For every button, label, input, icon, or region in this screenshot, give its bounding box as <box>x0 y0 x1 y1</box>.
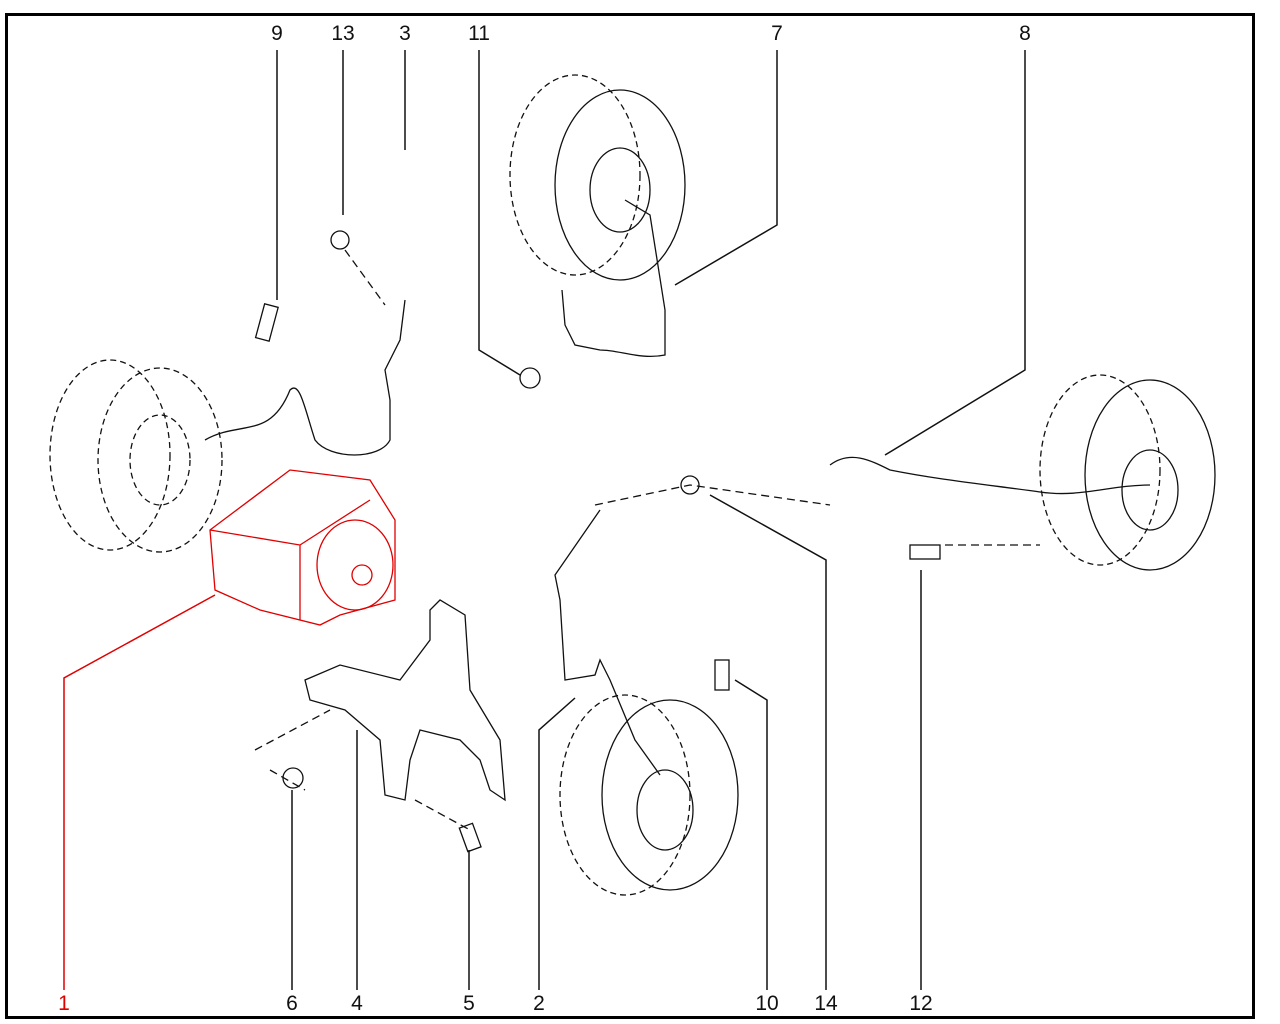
leader-lines <box>63 50 1026 990</box>
callout-9: 9 <box>271 22 283 45</box>
callout-13: 13 <box>331 22 355 45</box>
callout-6: 6 <box>286 992 298 1015</box>
wheel-rear-left <box>559 694 739 896</box>
callout-7: 7 <box>771 22 783 45</box>
sensor-cable-rear-right <box>829 456 1151 495</box>
sensor-cable-front-right <box>561 199 666 358</box>
diagram-frame <box>5 13 1255 1019</box>
clip-14 <box>680 475 700 495</box>
wheel-front-left <box>49 359 223 553</box>
bolt-11 <box>519 367 541 389</box>
callout-4: 4 <box>351 992 363 1015</box>
callout-12: 12 <box>909 992 933 1015</box>
sensor-cable-rear-left <box>554 509 661 776</box>
callout-1: 1 <box>58 992 70 1015</box>
callout-3: 3 <box>399 22 411 45</box>
wheel-rear-right <box>1039 374 1216 571</box>
bolt-9 <box>254 302 279 342</box>
callout-8: 8 <box>1019 22 1031 45</box>
callout-5: 5 <box>463 992 475 1015</box>
callout-14: 14 <box>814 992 838 1015</box>
clip-13 <box>330 230 350 250</box>
bolt-12 <box>909 544 941 560</box>
wheel-front-right <box>509 74 686 281</box>
callout-11: 11 <box>468 22 490 45</box>
abs-hydraulic-unit <box>209 469 396 626</box>
assembly-guide <box>254 249 1040 831</box>
sensor-cable-front-left <box>204 299 406 456</box>
callout-10: 10 <box>755 992 779 1015</box>
bracket <box>304 599 506 802</box>
bolt-10 <box>714 659 730 691</box>
callout-2: 2 <box>533 992 545 1015</box>
nut-6 <box>282 767 304 789</box>
bolt-5 <box>458 822 482 853</box>
